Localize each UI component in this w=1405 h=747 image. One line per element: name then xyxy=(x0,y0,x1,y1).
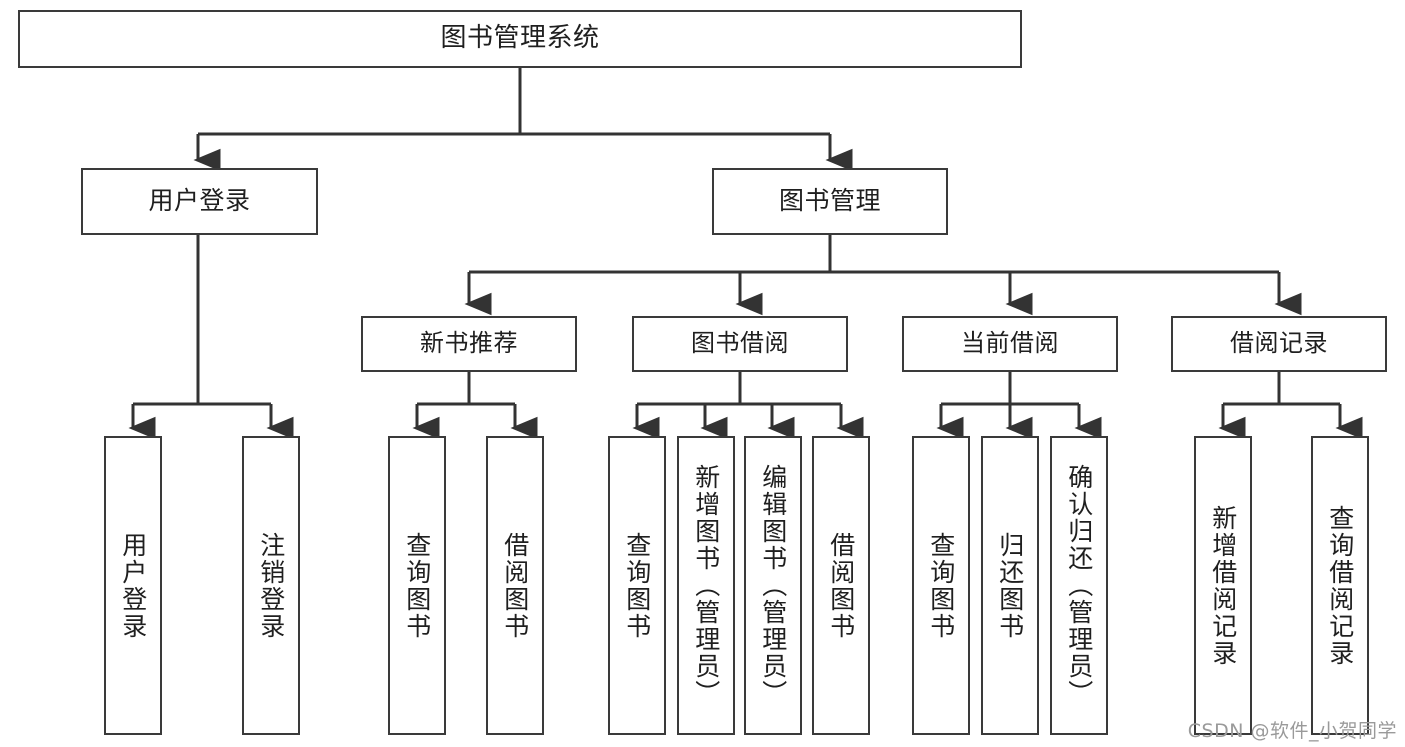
leaf-user-login[interactable]: 用户登录 xyxy=(104,436,162,735)
leaf-logout-label: 注销登录 xyxy=(256,531,286,640)
leaf-query-book-current-label: 查询图书 xyxy=(926,531,956,640)
leaf-query-borrow-record[interactable]: 查询借阅记录 xyxy=(1311,436,1369,735)
leaf-return-book-label: 归还图书 xyxy=(995,531,1025,640)
node-root[interactable]: 图书管理系统 xyxy=(18,10,1022,68)
node-borrow-record-label: 借阅记录 xyxy=(1230,329,1328,358)
leaf-add-book-admin[interactable]: 新增图书（管理员） xyxy=(677,436,735,735)
leaf-query-borrow-record-label: 查询借阅记录 xyxy=(1325,504,1355,667)
leaf-borrow-book[interactable]: 借阅图书 xyxy=(812,436,870,735)
node-user-login[interactable]: 用户登录 xyxy=(81,168,318,235)
leaf-user-login-label: 用户登录 xyxy=(118,531,148,640)
node-book-management[interactable]: 图书管理 xyxy=(712,168,948,235)
leaf-edit-book-admin[interactable]: 编辑图书（管理员） xyxy=(744,436,802,735)
watermark: CSDN @软件_小贺同学 xyxy=(1187,720,1397,742)
leaf-return-book[interactable]: 归还图书 xyxy=(981,436,1039,735)
node-new-book-recommend[interactable]: 新书推荐 xyxy=(361,316,577,372)
node-current-borrow-label: 当前借阅 xyxy=(961,329,1059,358)
node-new-book-recommend-label: 新书推荐 xyxy=(420,329,518,358)
leaf-add-borrow-record[interactable]: 新增借阅记录 xyxy=(1194,436,1252,735)
leaf-query-book-current[interactable]: 查询图书 xyxy=(912,436,970,735)
node-book-borrow-label: 图书借阅 xyxy=(691,329,789,358)
node-root-label: 图书管理系统 xyxy=(440,23,600,54)
leaf-query-book-borrow-label: 查询图书 xyxy=(622,531,652,640)
leaf-logout[interactable]: 注销登录 xyxy=(242,436,300,735)
leaf-borrow-book-rec[interactable]: 借阅图书 xyxy=(486,436,544,735)
leaf-add-book-admin-label: 新增图书（管理员） xyxy=(691,464,721,707)
leaf-query-book-rec-label: 查询图书 xyxy=(402,531,432,640)
node-book-management-label: 图书管理 xyxy=(778,186,881,216)
node-current-borrow[interactable]: 当前借阅 xyxy=(902,316,1118,372)
leaf-confirm-return-admin-label: 确认归还（管理员） xyxy=(1064,464,1094,707)
leaf-confirm-return-admin[interactable]: 确认归还（管理员） xyxy=(1050,436,1108,735)
node-book-borrow[interactable]: 图书借阅 xyxy=(632,316,848,372)
leaf-query-book-rec[interactable]: 查询图书 xyxy=(388,436,446,735)
node-user-login-label: 用户登录 xyxy=(148,186,251,216)
leaf-query-book-borrow[interactable]: 查询图书 xyxy=(608,436,666,735)
leaf-borrow-book-rec-label: 借阅图书 xyxy=(500,531,530,640)
leaf-borrow-book-label: 借阅图书 xyxy=(826,531,856,640)
leaf-edit-book-admin-label: 编辑图书（管理员） xyxy=(758,464,788,707)
leaf-add-borrow-record-label: 新增借阅记录 xyxy=(1208,504,1238,667)
node-borrow-record[interactable]: 借阅记录 xyxy=(1171,316,1387,372)
